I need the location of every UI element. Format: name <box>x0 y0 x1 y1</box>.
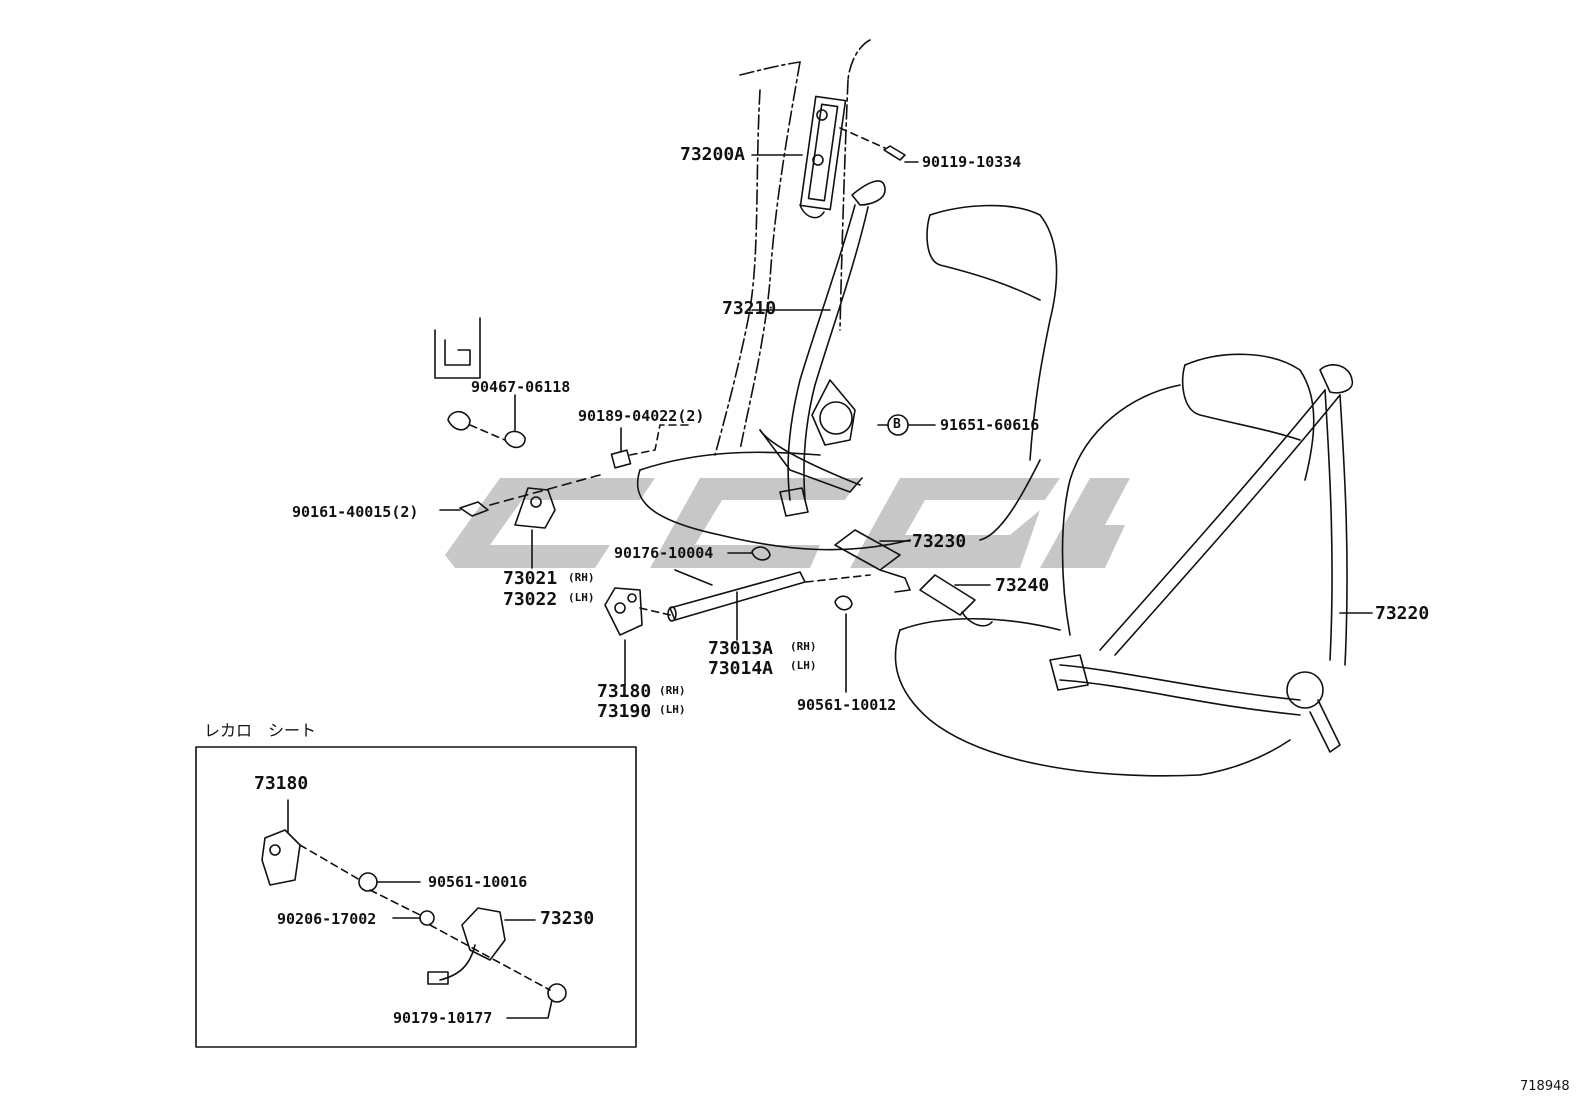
anchor-73180-drawing <box>604 587 643 636</box>
diagram-id: 718948 <box>1520 1079 1570 1094</box>
inset-title: レカロ シート <box>204 721 317 740</box>
label-73240: 73240 <box>995 575 1050 596</box>
inset-label-90561-10016: 90561-10016 <box>428 873 528 891</box>
inset-label-90206-17002: 90206-17002 <box>277 910 377 928</box>
label-90561-10012: 90561-10012 <box>797 696 897 714</box>
label-73013a: 73013A <box>708 638 774 659</box>
belt-73220-drawing <box>1049 364 1354 753</box>
label-73013a-side: (RH) <box>790 640 817 653</box>
label-90176-10004: 90176-10004 <box>614 544 714 562</box>
anchor-73021-drawing <box>514 487 556 529</box>
label-73220: 73220 <box>1375 603 1430 624</box>
label-91651-60616: 91651-60616 <box>940 416 1040 434</box>
inset-buckle-drawing <box>427 907 506 985</box>
label-73190: 73190 <box>597 701 652 722</box>
upper-anchor-drawing <box>799 95 847 219</box>
pillar-outline <box>714 39 871 456</box>
front-seat-2-outline <box>894 353 1315 777</box>
label-73200a: 73200A <box>680 144 746 165</box>
inset-anchor-drawing <box>261 829 301 886</box>
label-90467-06118: 90467-06118 <box>471 378 571 396</box>
buckle-73230-drawing <box>834 529 911 593</box>
label-73022-side: (LH) <box>568 591 595 604</box>
label-73180-side: (RH) <box>659 684 686 697</box>
inset-label-90179-10177: 90179-10177 <box>393 1009 493 1027</box>
label-73210: 73210 <box>722 298 777 319</box>
inset-label-73180: 73180 <box>254 773 309 794</box>
bolt-marker-b: B <box>893 417 901 432</box>
label-73022: 73022 <box>503 589 558 610</box>
belt-73210-drawing <box>759 180 886 517</box>
label-73190-side: (LH) <box>659 703 686 716</box>
label-90161-40015: 90161-40015(2) <box>292 503 419 521</box>
watermark-logo <box>445 478 1130 568</box>
label-73021-side: (RH) <box>568 571 595 584</box>
label-73180: 73180 <box>597 681 652 702</box>
front-seat-1-outline <box>636 204 1058 551</box>
inset-label-73230: 73230 <box>540 908 595 929</box>
label-73021: 73021 <box>503 568 558 589</box>
buckle-73240-drawing <box>919 574 993 627</box>
label-73230: 73230 <box>912 531 967 552</box>
label-73014a: 73014A <box>708 658 774 679</box>
inset-box <box>195 746 637 1048</box>
label-73014a-side: (LH) <box>790 659 817 672</box>
label-90189-04022: 90189-04022(2) <box>578 407 705 425</box>
label-90119-10334: 90119-10334 <box>922 153 1022 171</box>
